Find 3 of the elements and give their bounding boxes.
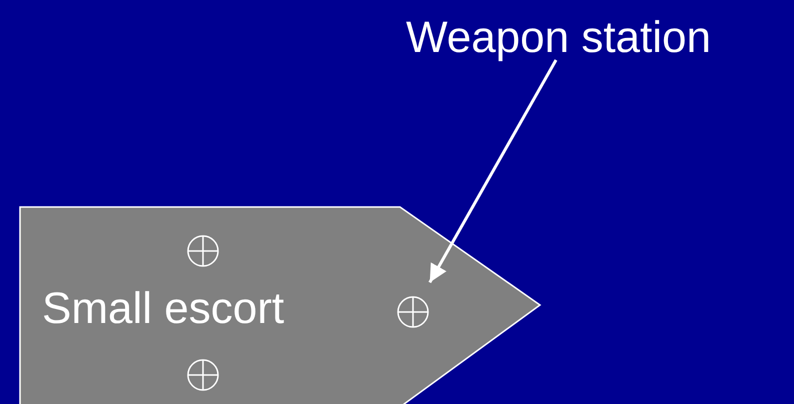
leader-arrow — [428, 59, 558, 284]
ship-label: Small escort — [42, 287, 284, 331]
callout-text: Weapon station — [406, 16, 711, 60]
